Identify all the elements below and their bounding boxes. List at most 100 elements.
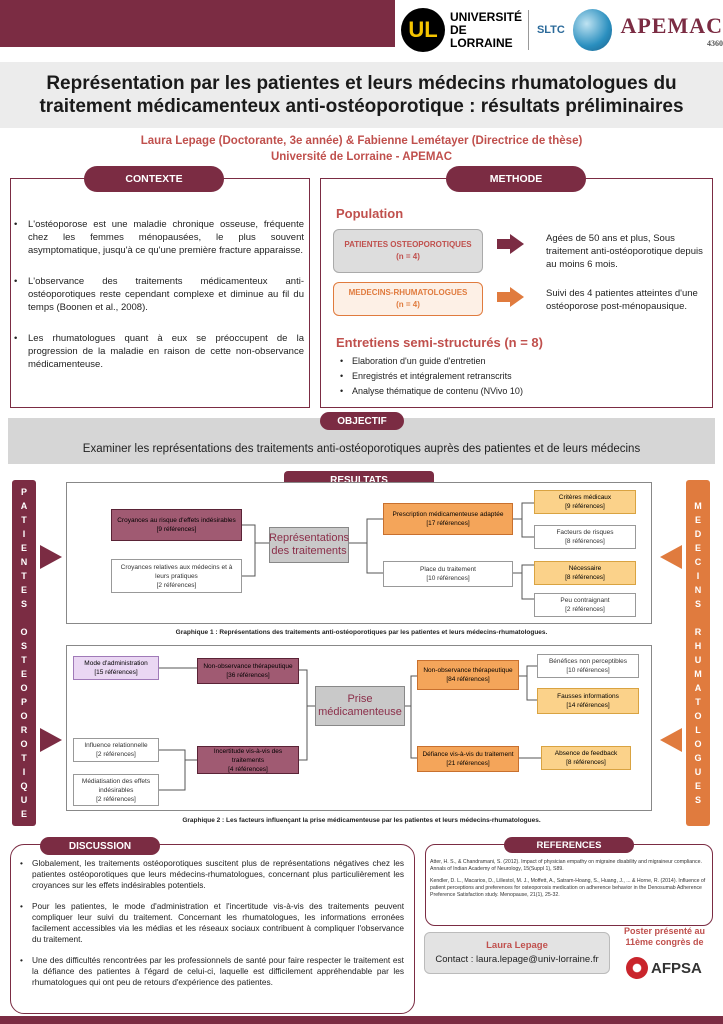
side-letter: A <box>20 501 28 511</box>
side-letter: A <box>694 683 702 693</box>
congress-line1: Poster présenté au <box>623 926 706 936</box>
g1-croyances-medecins-box: Croyances relatives aux médecins et à le… <box>111 559 242 593</box>
side-letter: T <box>695 697 701 707</box>
discussion-heading: DISCUSSION <box>40 837 160 855</box>
side-letter: Q <box>20 781 28 791</box>
g2-fausses-box: Fausses informations[14 références] <box>537 688 639 714</box>
side-letter: M <box>694 501 702 511</box>
g1-place-box: Place du traitement[10 références] <box>383 561 513 587</box>
top-banner <box>0 0 395 47</box>
arrow-right-icon <box>40 728 62 752</box>
g1-criteres-box: Critères médicaux[9 références] <box>534 490 636 514</box>
side-letter: N <box>20 557 28 567</box>
medecins-box-label: MEDECINS-RHUMATOLOGUES <box>348 288 468 297</box>
g2-feedback-box: Absence de feedback[8 références] <box>541 746 631 770</box>
g1-facteurs-box: Facteurs de risques[8 références] <box>534 525 636 549</box>
population-title: Population <box>336 206 404 221</box>
affiliation: Université de Lorraine - APEMAC <box>270 151 453 163</box>
side-letter: O <box>20 739 28 749</box>
side-letter: O <box>20 683 28 693</box>
side-letter: H <box>694 641 702 651</box>
arrow-right-icon <box>40 545 62 569</box>
discussion-bullet: Globalement, les traitements ostéoporoti… <box>20 858 404 891</box>
patientes-box-n: (n = 4) <box>396 252 420 261</box>
graphique-1: Croyances au risque d'effets indésirable… <box>66 482 652 624</box>
side-letter: S <box>694 795 701 805</box>
graphique-1-connectors <box>242 502 534 600</box>
side-letter: R <box>694 627 702 637</box>
apemac-logo-text: APEMAC <box>620 12 723 38</box>
side-letter: O <box>20 627 28 637</box>
side-letter: R <box>20 725 28 735</box>
side-letter: E <box>20 585 27 595</box>
g2-benefices-box: Bénéfices non perceptibles[10 références… <box>537 654 639 678</box>
side-letter: E <box>20 809 27 819</box>
afpsa-flower-icon <box>626 957 648 979</box>
congress-line2: 11ème congrès de <box>625 937 704 947</box>
contexte-bullet: Les rhumatologues quant à eux se préoccu… <box>14 332 304 371</box>
side-letter: N <box>694 585 702 595</box>
patientes-description: Agées de 50 ans et plus, Sous traitement… <box>546 233 703 270</box>
contexte-bullet: L'observance des traitements médicamente… <box>14 275 304 314</box>
ul-logo-text: UNIVERSITÉ DE LORRAINE <box>450 9 523 50</box>
objectif-heading: OBJECTIF <box>320 412 404 430</box>
side-letter: L <box>695 725 701 735</box>
contexte-bullet: L'ostéoporose est une maladie chronique … <box>14 218 304 257</box>
ul-logo: UL UNIVERSITÉ DE LORRAINE <box>401 8 523 52</box>
g1-center-box: Représentations des traitements <box>269 527 349 563</box>
side-letter: E <box>694 515 701 525</box>
ul-logo-mark: UL <box>401 8 445 52</box>
side-letter: M <box>694 669 702 679</box>
g1-necessaire-box: Nécessaire[8 références] <box>534 561 636 585</box>
arrow-left-icon <box>660 728 682 752</box>
objectif-text: Examiner les représentations des traitem… <box>82 443 641 455</box>
reference-item: Atter, H. S., & Chandramani, S. (2012). … <box>430 859 702 872</box>
side-letter: T <box>21 515 27 525</box>
logo-divider <box>528 10 529 50</box>
side-letter: U <box>694 767 702 777</box>
side-letter: I <box>22 767 26 777</box>
side-letter: I <box>22 529 26 539</box>
title-band: Représentation par les patientes et leur… <box>0 62 723 128</box>
medecins-description: Suivi des 4 patientes atteintes d'une os… <box>546 288 698 312</box>
g2-center-box: Prise médicamenteuse <box>315 686 405 726</box>
side-letter: T <box>21 753 27 763</box>
side-letter: O <box>694 739 702 749</box>
discussion-bullet: Pour les patientes, le mode d'administra… <box>20 901 404 945</box>
discussion-list: Globalement, les traitements ostéoporoti… <box>20 858 404 998</box>
side-letter: S <box>694 599 701 609</box>
entretiens-list: Elaboration d'un guide d'entretien Enreg… <box>340 354 700 399</box>
patientes-box-label: PATIENTES OSTEOPOROTIQUES <box>344 240 472 249</box>
contact-email[interactable]: Contact : laura.lepage@univ-lorraine.fr <box>435 954 599 965</box>
side-letter: T <box>21 655 27 665</box>
side-letter: P <box>20 487 27 497</box>
arrow-left-icon <box>660 545 682 569</box>
arrow-right-icon <box>510 287 524 307</box>
graphique-2: Mode d'administration[15 références] Inf… <box>66 645 652 811</box>
side-letter: S <box>20 641 27 651</box>
entretiens-bullet: Elaboration d'un guide d'entretien <box>340 354 700 369</box>
side-letter: I <box>696 571 700 581</box>
contexte-list: L'ostéoporose est une maladie chronique … <box>14 218 304 389</box>
discussion-panel <box>10 844 415 1014</box>
graphique-1-caption: Graphique 1 : Représentations des traite… <box>175 629 548 636</box>
g1-contraignant-box: Peu contraignant[2 références] <box>534 593 636 617</box>
side-letter: T <box>21 571 27 581</box>
g2-defiance-box: Défiance vis-à-vis du traitement[21 réfé… <box>417 746 519 772</box>
graphique-2-caption: Graphique 2 : Les facteurs influençant l… <box>182 817 541 824</box>
side-letter: D <box>694 529 702 539</box>
arrow-stem <box>497 239 511 249</box>
graphique-2-connectors <box>159 665 541 791</box>
side-letter: E <box>694 543 701 553</box>
arrow-stem <box>497 292 511 302</box>
g2-incertitude-box: Incertitude vis-à-vis des traitements[4 … <box>197 746 299 774</box>
g2-mode-box: Mode d'administration[15 références] <box>73 656 159 680</box>
contexte-heading: CONTEXTE <box>84 166 224 192</box>
afpsa-logo-text: AFPSA <box>651 959 702 977</box>
contact-name: Laura Lepage <box>486 940 548 951</box>
poster-title: Représentation par les patientes et leur… <box>39 73 684 117</box>
